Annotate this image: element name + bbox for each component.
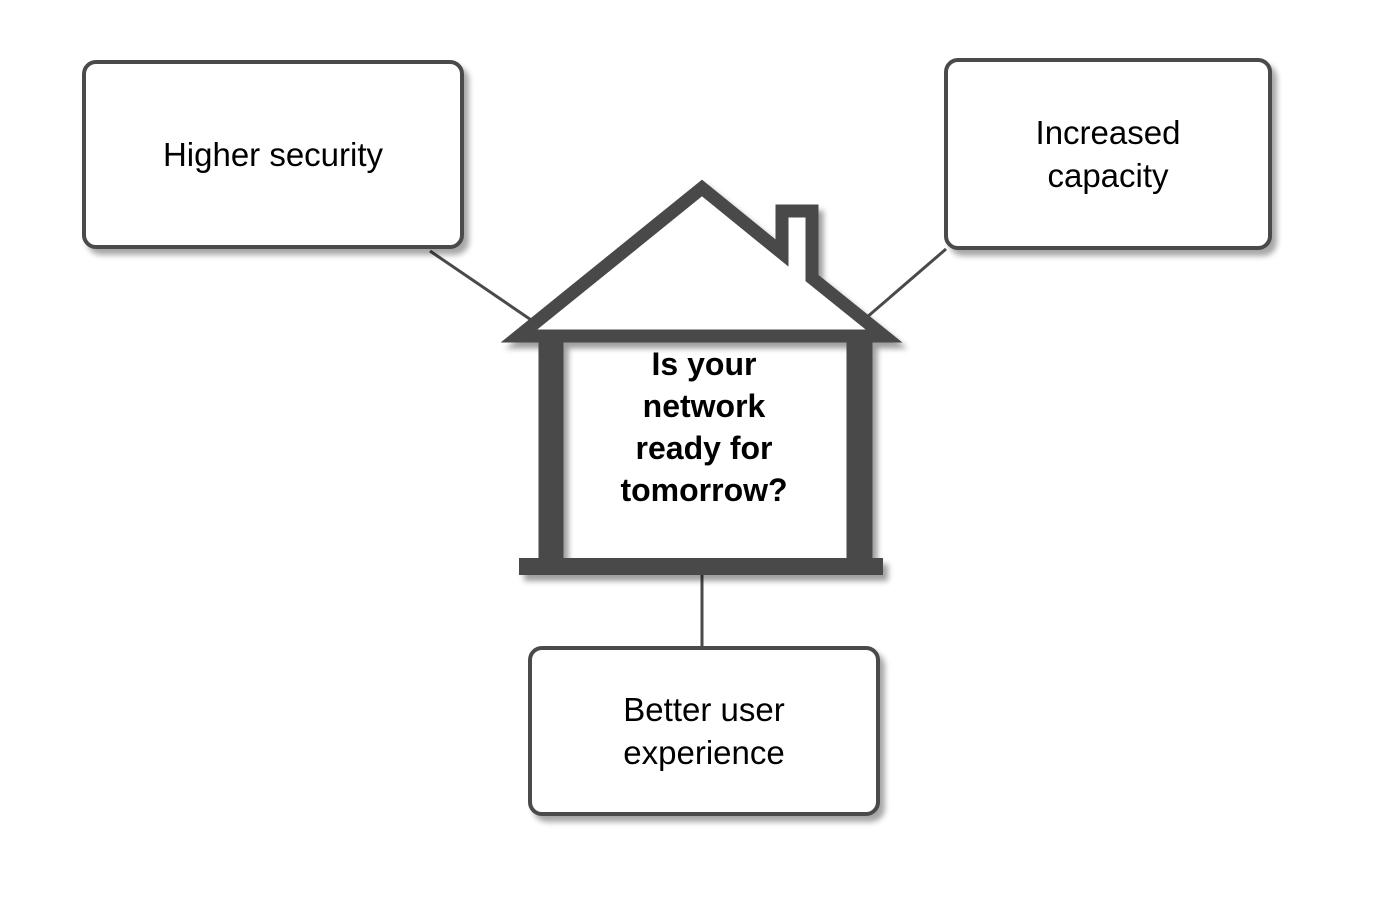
- house-headline: Is your network ready for tomorrow?: [620, 346, 788, 508]
- node-increased-capacity[interactable]: Increased capacity: [944, 58, 1272, 250]
- house-icon: [500, 179, 903, 575]
- house-base-bar: [519, 558, 883, 575]
- connector-right: [865, 247, 947, 320]
- connector-left: [429, 249, 541, 328]
- node-label-increased-capacity: Increased capacity: [1035, 114, 1181, 194]
- node-higher-security[interactable]: Higher security: [82, 60, 464, 249]
- node-label-higher-security: Higher security: [162, 136, 384, 173]
- node-better-user-experience[interactable]: Better user experience: [528, 646, 880, 816]
- node-label-better-user-experience: Better user experience: [623, 691, 785, 771]
